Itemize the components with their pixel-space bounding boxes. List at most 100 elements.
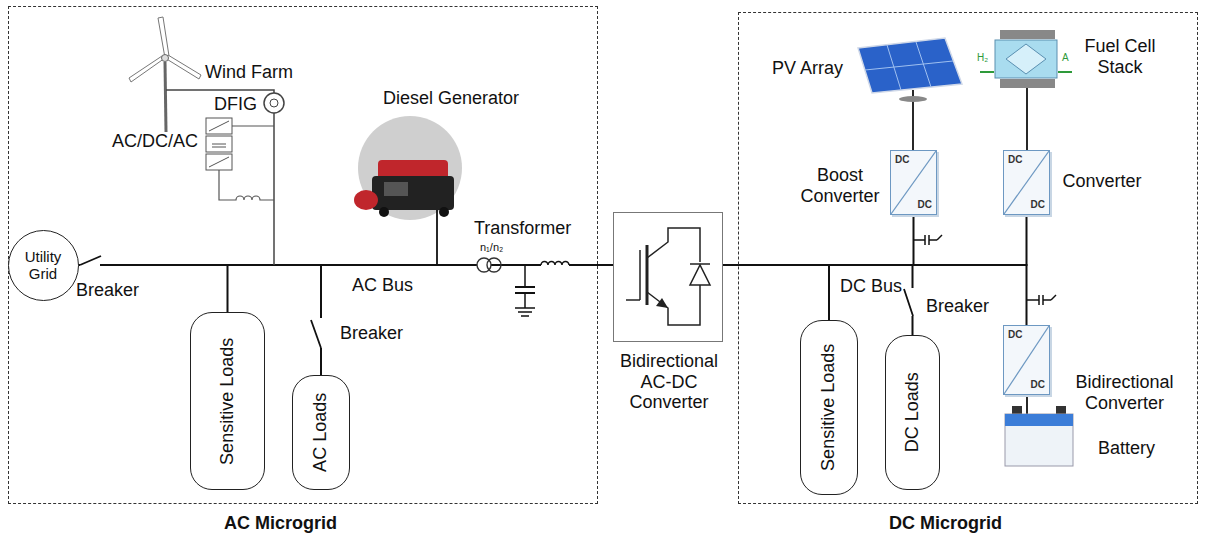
bus-line — [723, 215, 914, 265]
part-label: Transformer — [474, 218, 571, 239]
diesel-generator — [379, 207, 389, 217]
load-breaker — [904, 289, 913, 316]
back-to-back-converter — [206, 136, 232, 152]
part-label: Wind Farm — [205, 62, 293, 83]
part-label: Fuel Cell Stack — [1074, 36, 1166, 77]
igbt-symbol — [639, 250, 641, 300]
part-label: Breaker — [76, 280, 139, 301]
dc-dc-converter: DCDCBoost Converter — [890, 150, 937, 215]
part-label: H₂ — [977, 52, 988, 64]
inductor-symbol — [541, 262, 569, 266]
back-to-back-converter — [212, 147, 226, 148]
battery-icon — [1056, 406, 1066, 414]
load-breaker — [315, 318, 327, 348]
battery-icon — [1005, 414, 1073, 426]
battery-icon — [1005, 414, 1073, 466]
dc-dc-converter: DCDCConverter — [1003, 150, 1050, 215]
igbt-symbol — [626, 228, 710, 325]
diesel-generator — [354, 116, 462, 265]
dc-line-switch — [1038, 295, 1040, 305]
port-label: DC — [918, 200, 932, 210]
region-heading: AC Microgrid — [224, 513, 337, 534]
back-to-back-converter — [209, 121, 229, 131]
port-label: DC — [1031, 200, 1045, 210]
wind-turbine — [165, 62, 166, 132]
dc-line-switch — [937, 235, 942, 240]
back-to-back-converter — [206, 118, 274, 200]
fuel-cell-stack — [980, 30, 1072, 150]
dc-line-switch — [1027, 299, 1039, 301]
diesel-generator — [372, 176, 454, 210]
load-box: Sensitive Loads — [800, 320, 858, 495]
part-label: DFIG — [214, 94, 257, 115]
utility-breaker — [80, 256, 101, 270]
node-label: Sensitive Loads — [217, 337, 238, 464]
diesel-generator — [384, 182, 408, 196]
capacitor-symbol — [515, 286, 535, 288]
inductor-symbol — [541, 261, 569, 269]
back-to-back-converter — [206, 154, 232, 170]
load-box: Sensitive Loads — [190, 312, 265, 490]
part-label: AC/DC/AC — [112, 131, 198, 152]
capacitor-symbol — [518, 311, 532, 313]
node-label: AC Loads — [311, 393, 332, 472]
converter-diagonal — [1004, 326, 1049, 394]
port-label: DC — [1008, 330, 1022, 340]
fuel-cell-stack — [1000, 30, 1055, 39]
port-label: DC — [1008, 155, 1022, 165]
converter-name: Converter — [1057, 171, 1147, 192]
node-label: Sensitive Loads — [819, 344, 840, 471]
igbt-symbol — [647, 228, 700, 262]
load-box: DC Loads — [885, 335, 940, 490]
dc-line-switch — [913, 235, 1056, 305]
region-heading: DC Microgrid — [889, 513, 1002, 534]
pv-array — [899, 96, 927, 102]
igbt-symbol — [626, 299, 640, 301]
back-to-back-converter — [206, 118, 232, 134]
part-label: AC Bus — [352, 275, 413, 296]
microgrid-region: Utility GridSensitive LoadsAC LoadsAC Mi… — [8, 6, 598, 504]
igbt-symbol — [690, 265, 710, 285]
dfig-machine — [270, 99, 278, 107]
inductor-symbol — [541, 261, 569, 269]
node-label: Utility Grid — [13, 248, 74, 283]
pv-array — [865, 61, 953, 70]
load-box: AC Loads — [292, 375, 350, 490]
port-label: DC — [895, 155, 909, 165]
part-label: Diesel Generator — [383, 88, 519, 109]
part-label: Breaker — [926, 296, 989, 317]
utility-breaker — [80, 256, 101, 265]
capacitor-symbol — [524, 265, 526, 287]
bus-line — [723, 265, 1027, 325]
node-label: Bidirectional AC-DC Converter — [604, 351, 734, 413]
dfig-machine — [273, 113, 275, 265]
wind-turbine — [129, 56, 165, 82]
node-label: DC Loads — [902, 372, 923, 452]
igbt-symbol — [690, 263, 710, 265]
wind-turbine — [158, 17, 169, 58]
dc-line-switch — [1051, 295, 1056, 300]
part-label: PV Array — [772, 58, 843, 79]
converter-name: Boost Converter — [795, 165, 885, 206]
microgrid-region: DCDCBoost ConverterDCDCConverterDCDCBidi… — [738, 12, 1198, 504]
transformer-symbol — [487, 258, 501, 272]
wind-turbine — [162, 55, 169, 62]
pv-array — [858, 38, 962, 93]
dfig-machine — [264, 93, 284, 265]
converter-diagonal — [1004, 151, 1049, 214]
converter-box: Bidirectional AC-DC Converter — [613, 212, 723, 342]
igbt-symbol — [656, 298, 668, 308]
battery-icon — [1026, 395, 1028, 414]
wind-turbine — [166, 90, 274, 93]
load-breaker — [311, 320, 321, 348]
dc-line-switch — [924, 235, 926, 245]
back-to-back-converter — [219, 170, 274, 200]
fuel-cell-stack — [1026, 88, 1028, 150]
capacitor-symbol — [524, 293, 526, 308]
fuel-cell-stack — [1000, 79, 1055, 88]
part-label: A — [1062, 52, 1069, 64]
battery-icon — [1012, 406, 1022, 414]
capacitor-symbol — [515, 307, 535, 309]
